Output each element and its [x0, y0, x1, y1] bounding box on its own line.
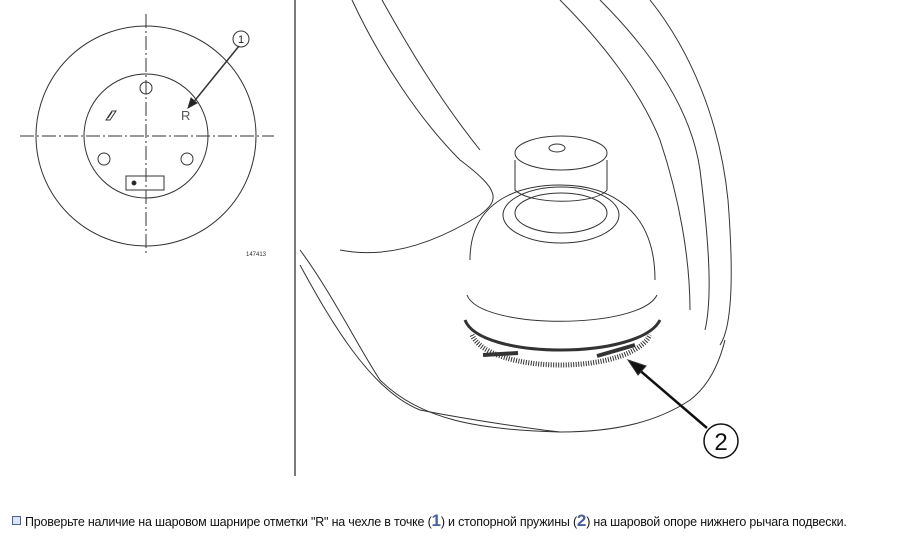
reference-2: 2: [576, 511, 587, 530]
callout-1-label: 1: [238, 34, 244, 46]
reference-1: 1: [431, 511, 441, 530]
figure-number: 147413: [246, 252, 267, 258]
caption-text-2: ) и стопорной пружины (: [440, 515, 577, 529]
top-view-diagram: 1 R 147413: [20, 14, 274, 258]
ball-joint-illustration: 1 R 147413 2: [20, 0, 739, 476]
caption-text-1: Проверьте наличие на шаровом шарнире отм…: [25, 515, 432, 529]
r-mark-label: R: [181, 108, 190, 123]
ball-joint-photo-drawing: 2: [299, 0, 739, 459]
caption: Проверьте наличие на шаровом шарнире отм…: [12, 511, 847, 531]
bullet-icon: [12, 516, 21, 525]
caption-text-3: ) на шаровой опоре нижнего рычага подвес…: [586, 515, 847, 529]
callout-2-label: 2: [714, 429, 727, 456]
